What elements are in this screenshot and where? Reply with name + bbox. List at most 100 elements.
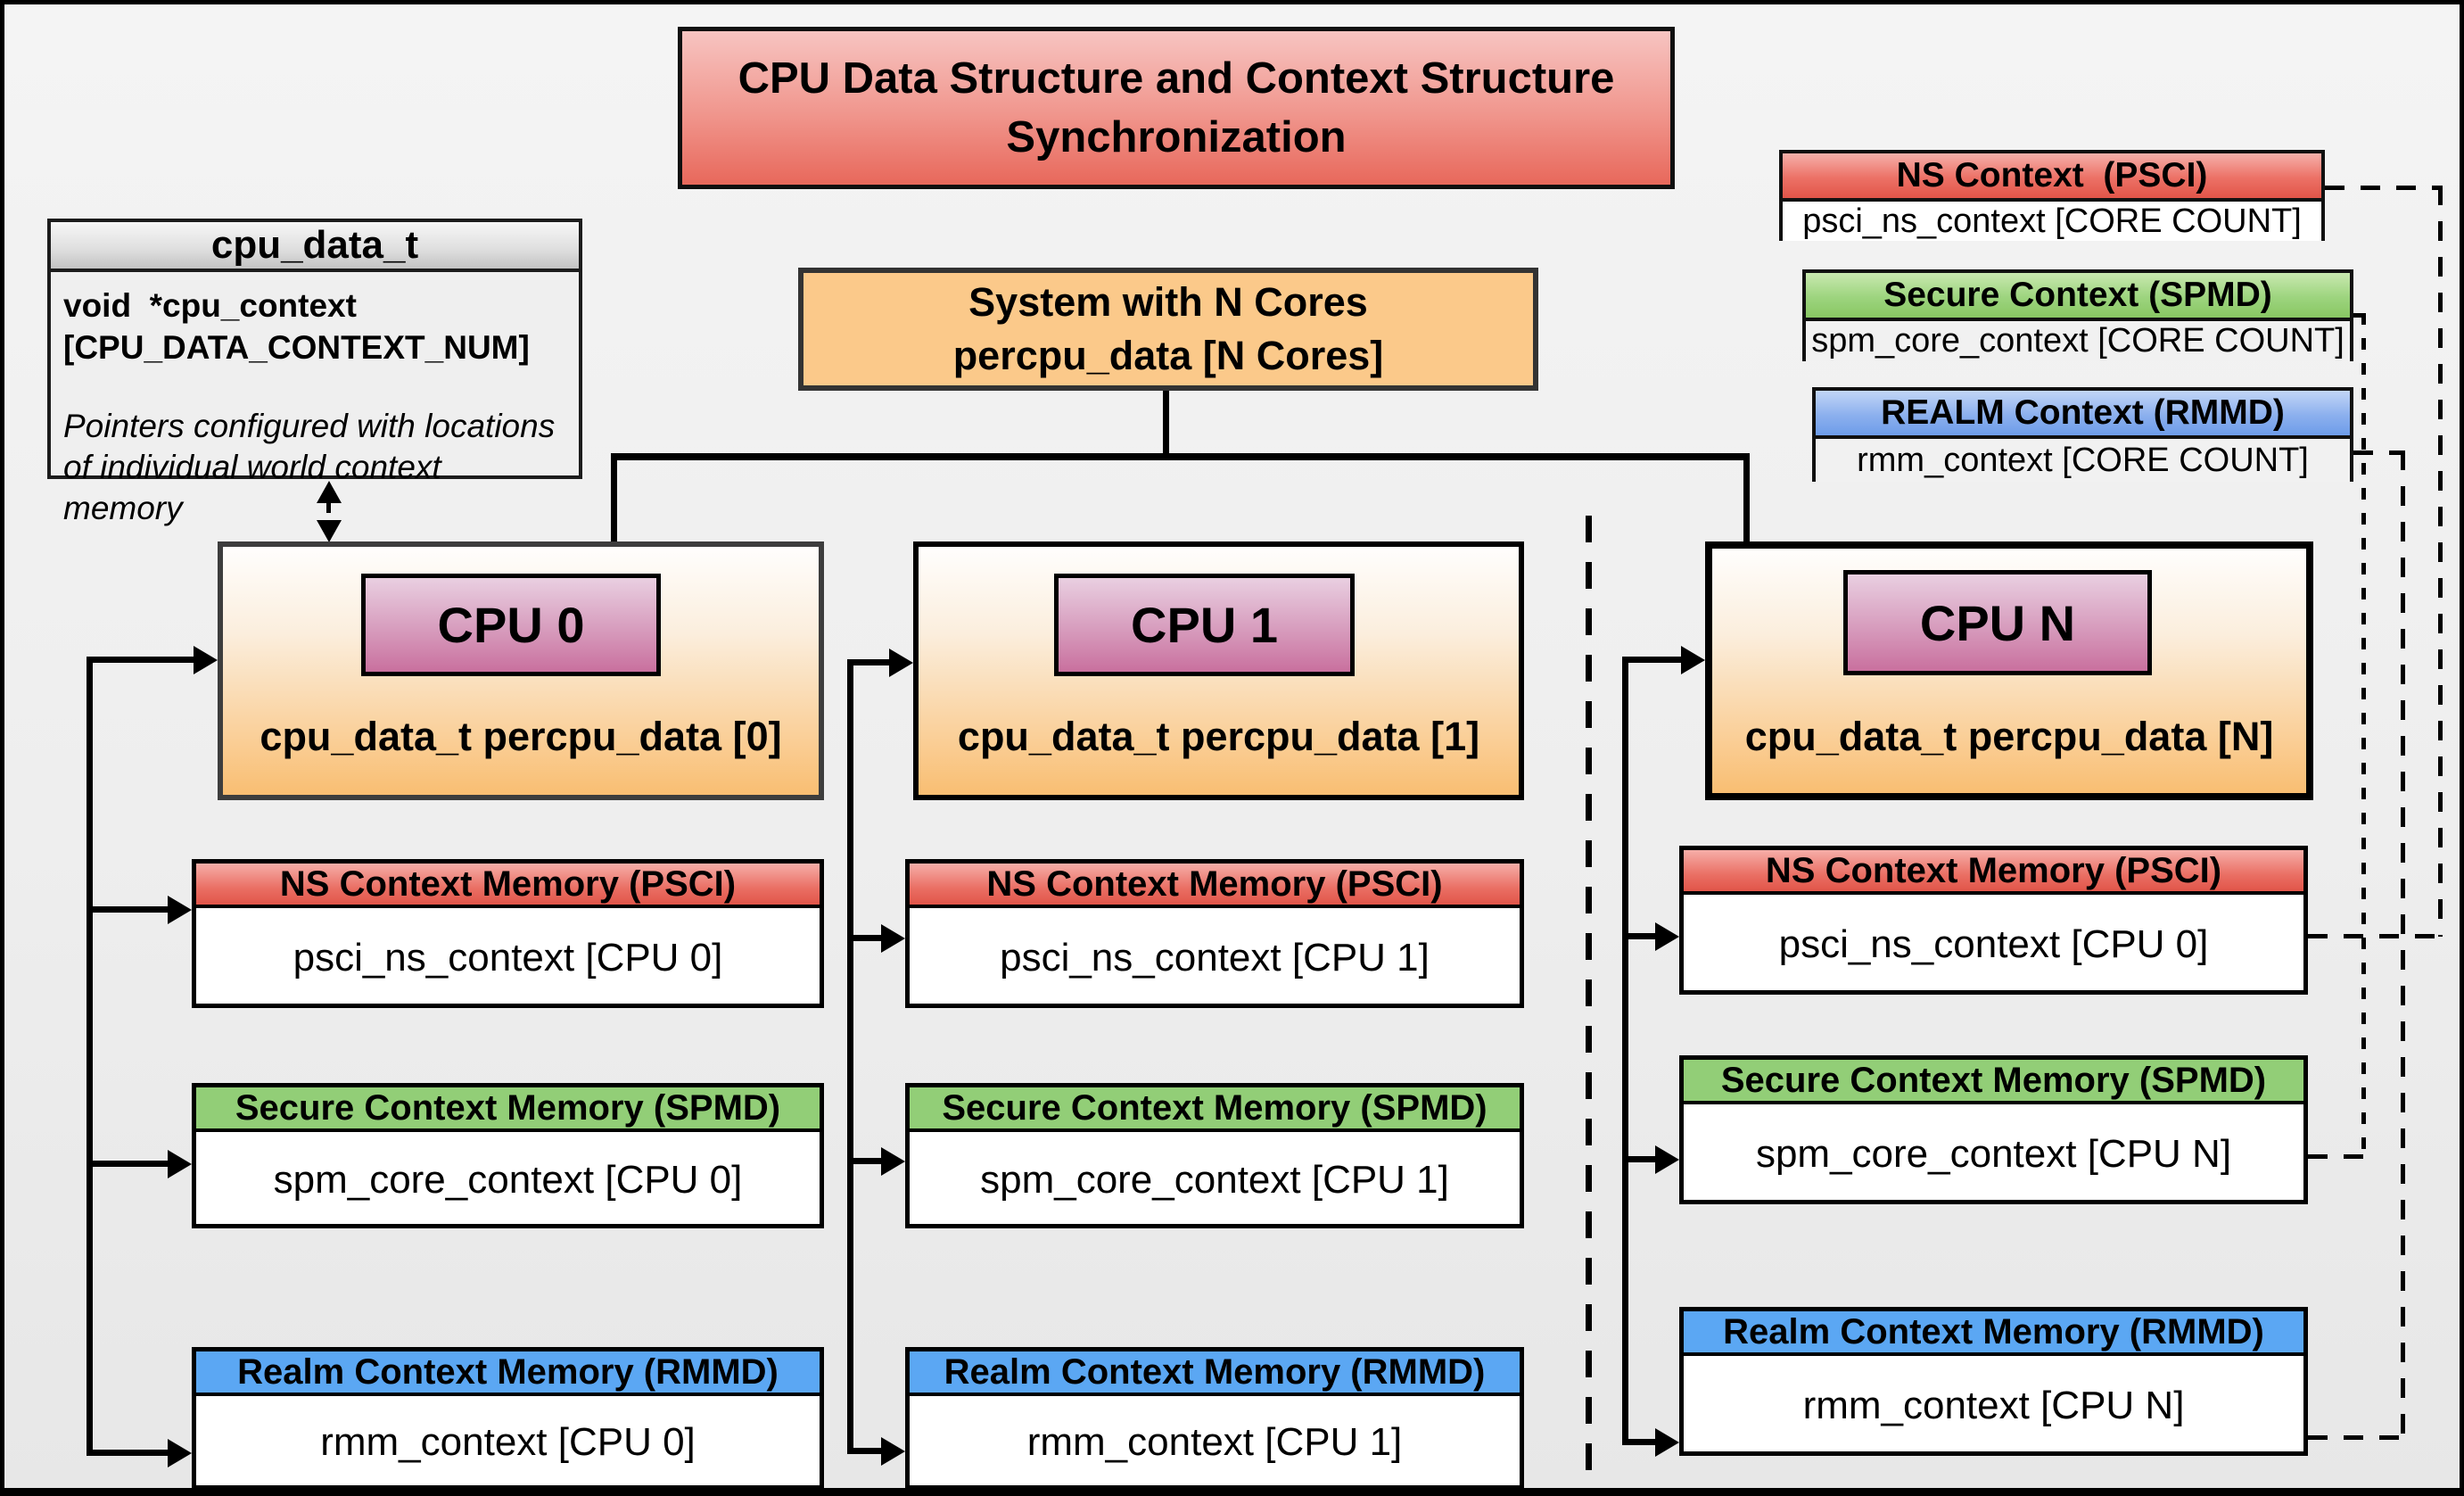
cpun-trunk xyxy=(1622,657,1628,1445)
cpun-branch-cpu xyxy=(1622,657,1682,663)
struct-link-dashed-line xyxy=(326,502,331,522)
cpu1-realm-context-box: Realm Context Memory (RMMD) rmm_context … xyxy=(905,1347,1524,1488)
dashed-secure-legend-out xyxy=(2353,313,2366,318)
cpu0-arrowhead-realm xyxy=(168,1439,192,1467)
cpu0-arrowhead-ns xyxy=(168,896,192,924)
cpun-ns-body: psci_ns_context [CPU 0] xyxy=(1778,922,2209,966)
cpun-realm-header: Realm Context Memory (RMMD) xyxy=(1684,1311,2303,1356)
legend-realm-context: REALM Context (RMMD) rmm_context [CORE C… xyxy=(1812,387,2353,482)
cpun-ns-context-box: NS Context Memory (PSCI) psci_ns_context… xyxy=(1679,846,2308,995)
cpu1-branch-ns xyxy=(847,935,882,941)
cpu1-branch-realm xyxy=(847,1448,882,1454)
cpu0-branch-secure xyxy=(87,1161,169,1167)
cpu1-arrowhead-secure xyxy=(881,1147,905,1176)
cpu1-secure-context-box: Secure Context Memory (SPMD) spm_core_co… xyxy=(905,1083,1524,1228)
cpu1-trunk xyxy=(847,659,853,1454)
struct-field-line-1: void *cpu_context xyxy=(63,287,357,324)
title-line-1: CPU Data Structure and Context Structure xyxy=(738,54,1615,103)
cpu1-title-box: CPU 1 xyxy=(1054,574,1355,676)
cpu0-realm-body: rmm_context [CPU 0] xyxy=(320,1420,696,1464)
column-separator-dashed xyxy=(1586,516,1592,1488)
connector-branch-horizontal xyxy=(611,453,1750,460)
cpu0-secure-header: Secure Context Memory (SPMD) xyxy=(196,1087,820,1132)
cpu1-arrowhead-cpu xyxy=(889,649,913,677)
cpu0-branch-cpu xyxy=(87,657,194,663)
struct-note: Pointers configured with locations of in… xyxy=(63,406,566,529)
legend-ns-context: NS Context (PSCI) psci_ns_context [CORE … xyxy=(1779,150,2325,241)
legend-realm-body: rmm_context [CORE COUNT] xyxy=(1816,439,2350,482)
cpu-data-t-box: cpu_data_t void *cpu_context [CPU_DATA_C… xyxy=(47,219,582,526)
cpu0-box: CPU 0 cpu_data_t percpu_data [0] xyxy=(218,541,824,800)
dashed-secure-into-cpun xyxy=(2308,1154,2366,1159)
system-box: System with N Cores percpu_data [N Cores… xyxy=(798,268,1538,391)
dashed-ns-legend-out xyxy=(2325,186,2443,190)
dashed-ns-into-cpun xyxy=(2308,934,2443,938)
cpu1-secure-header: Secure Context Memory (SPMD) xyxy=(910,1087,1520,1132)
connector-drop-cpu0 xyxy=(611,453,617,542)
cpun-branch-realm xyxy=(1622,1439,1656,1445)
cpu0-ns-body: psci_ns_context [CPU 0] xyxy=(293,935,723,979)
system-line-2: percpu_data [N Cores] xyxy=(952,333,1384,378)
cpun-ns-header: NS Context Memory (PSCI) xyxy=(1684,850,2303,895)
cpu0-arrowhead-secure xyxy=(168,1150,192,1178)
legend-secure-header: Secure Context (SPMD) xyxy=(1806,273,2350,321)
legend-secure-context: Secure Context (SPMD) spm_core_context [… xyxy=(1802,269,2353,361)
dashed-realm-vertical xyxy=(2401,450,2405,1438)
dashed-ns-vertical xyxy=(2438,186,2443,937)
cpun-secure-body: spm_core_context [CPU N] xyxy=(1755,1131,2232,1176)
cpun-realm-context-box: Realm Context Memory (RMMD) rmm_context … xyxy=(1679,1307,2308,1456)
legend-ns-body: psci_ns_context [CORE COUNT] xyxy=(1783,202,2321,241)
cpun-branch-secure xyxy=(1622,1156,1656,1162)
dashed-realm-into-cpun xyxy=(2308,1435,2405,1440)
cpun-box: CPU N cpu_data_t percpu_data [N] xyxy=(1705,541,2313,800)
dashed-secure-vertical xyxy=(2361,313,2366,1159)
cpun-secure-header: Secure Context Memory (SPMD) xyxy=(1684,1060,2303,1104)
cpu0-arrowhead-cpu xyxy=(194,646,218,674)
cpu1-label: cpu_data_t percpu_data [1] xyxy=(957,714,1480,759)
cpun-arrowhead-realm xyxy=(1655,1428,1679,1457)
cpu1-realm-body: rmm_context [CPU 1] xyxy=(1026,1420,1403,1464)
cpun-arrowhead-cpu xyxy=(1681,646,1705,674)
cpu0-secure-body: spm_core_context [CPU 0] xyxy=(273,1157,743,1202)
cpu0-branch-ns xyxy=(87,906,169,913)
cpu1-branch-cpu xyxy=(847,659,890,665)
title-line-2: Synchronization xyxy=(1006,113,1347,161)
cpu0-realm-context-box: Realm Context Memory (RMMD) rmm_context … xyxy=(192,1347,824,1488)
struct-note-line-2: of individual world context memory xyxy=(63,449,441,526)
cpu0-ns-header: NS Context Memory (PSCI) xyxy=(196,864,820,908)
cpu1-arrowhead-ns xyxy=(881,924,905,953)
cpu0-trunk xyxy=(87,657,93,1456)
cpu1-box: CPU 1 cpu_data_t percpu_data [1] xyxy=(913,541,1524,800)
cpu1-ns-context-box: NS Context Memory (PSCI) psci_ns_context… xyxy=(905,859,1524,1008)
legend-secure-body: spm_core_context [CORE COUNT] xyxy=(1806,321,2350,361)
cpun-arrowhead-secure xyxy=(1655,1145,1679,1174)
cpu0-realm-header: Realm Context Memory (RMMD) xyxy=(196,1351,820,1396)
cpun-realm-body: rmm_context [CPU N] xyxy=(1802,1383,2185,1427)
struct-note-line-1: Pointers configured with locations xyxy=(63,408,556,444)
cpun-arrowhead-ns xyxy=(1655,922,1679,951)
cpu1-arrowhead-realm xyxy=(881,1437,905,1466)
cpun-branch-ns xyxy=(1622,933,1656,939)
cpu1-secure-body: spm_core_context [CPU 1] xyxy=(980,1157,1449,1202)
legend-realm-header: REALM Context (RMMD) xyxy=(1816,391,2350,439)
system-line-1: System with N Cores xyxy=(968,279,1368,325)
cpu1-branch-secure xyxy=(847,1158,882,1164)
cpu-data-t-header: cpu_data_t xyxy=(51,222,579,272)
cpu0-title-box: CPU 0 xyxy=(361,574,661,676)
cpu1-ns-body: psci_ns_context [CPU 1] xyxy=(1000,935,1430,979)
legend-ns-header: NS Context (PSCI) xyxy=(1783,153,2321,202)
cpu0-label: cpu_data_t percpu_data [0] xyxy=(260,714,782,759)
diagram-title: CPU Data Structure and Context Structure… xyxy=(678,27,1675,189)
struct-field-line-2: [CPU_DATA_CONTEXT_NUM] xyxy=(63,329,530,366)
cpu0-branch-realm xyxy=(87,1450,169,1456)
cpu1-realm-header: Realm Context Memory (RMMD) xyxy=(910,1351,1520,1396)
cpu-data-t-body: void *cpu_context [CPU_DATA_CONTEXT_NUM]… xyxy=(51,276,579,538)
cpun-secure-context-box: Secure Context Memory (SPMD) spm_core_co… xyxy=(1679,1055,2308,1204)
cpu0-ns-context-box: NS Context Memory (PSCI) psci_ns_context… xyxy=(192,859,824,1008)
cpu1-ns-header: NS Context Memory (PSCI) xyxy=(910,864,1520,908)
struct-link-arrowhead-up xyxy=(317,481,342,503)
cpun-label: cpu_data_t percpu_data [N] xyxy=(1744,714,2274,759)
connector-drop-cpun xyxy=(1743,453,1750,546)
dashed-realm-legend-out xyxy=(2353,450,2404,455)
